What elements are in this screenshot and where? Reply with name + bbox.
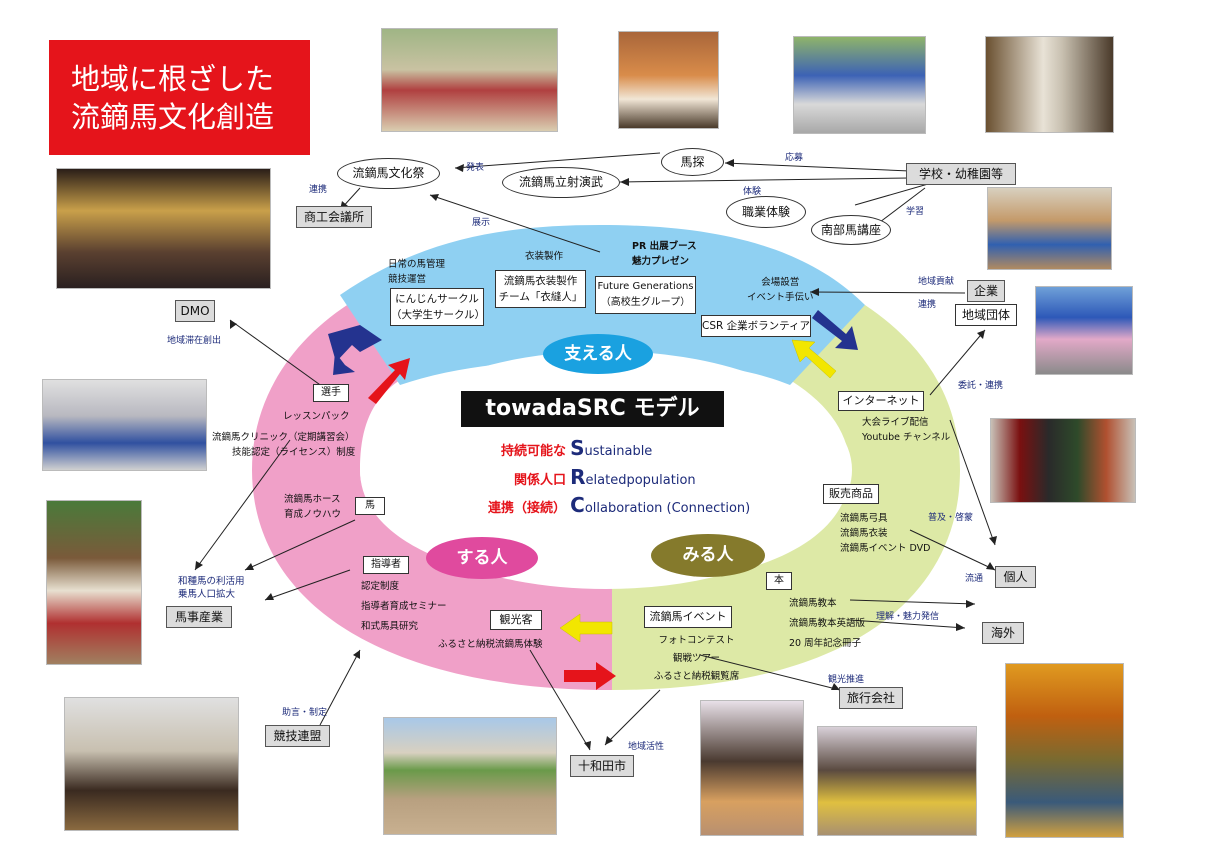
support-kaijo: 会場設営イベント手伝い [747,277,814,303]
node-umasagashi: 馬探 [661,148,724,176]
support-ninjin: にんじんサークル（大学生サークル） [390,288,485,326]
label-obo: 応募 [785,153,804,163]
label-renkei-right: 連携 [918,300,937,310]
node-uma: 馬 [355,497,385,515]
title-line-1: 地域に根ざした [71,62,275,96]
node-kyogi: 競技連盟 [265,725,330,747]
label-rikai: 理解・魅力発信 [876,612,940,622]
node-dmo: DMO [175,300,215,322]
label-taizai: 地域滞在創出 [167,336,222,346]
arrow-navy-left [328,325,382,362]
circle-support: 支える人 [543,334,653,374]
left-lesson: レッスンパック [283,411,350,422]
support-pr: PR 出展ブース魅力プレゼン [632,241,697,267]
photo-cherry-1 [700,700,804,836]
node-rittsu: 流鏑馬立射演武 [502,167,620,198]
label-itaku: 委託・連携 [958,381,1004,391]
label-chiiki-kasseika: 地域活性 [628,742,665,752]
right-event-items: フォトコンテスト観戦ツアーふるさと納税観覧席 [653,635,740,682]
connector-lines [194,152,996,751]
photo-book-cover [1005,663,1124,838]
photo-riding-field [383,717,557,835]
node-school: 学校・幼稚園等 [906,163,1016,185]
photo-stage [618,31,719,129]
support-daily: 日常の馬管理競技運営 [388,259,446,285]
photo-horse-stable [985,36,1114,133]
node-chiiki: 地域団体 [955,304,1017,326]
left-shido-items: 認定制度指導者育成セミナー和式馬具研究 [361,581,447,632]
circle-watch: みる人 [651,534,765,577]
model-row-s: 持続可能な Sustainable [500,436,653,460]
label-gakushu: 学習 [906,207,925,217]
photo-classroom [42,379,207,471]
node-nanbu: 南部馬講座 [811,215,891,245]
arrow-yellow-left [559,613,613,643]
support-isho: 流鏑馬衣装製作チーム「衣縫人」 [495,270,586,308]
node-bajisangyo: 馬事産業 [166,606,232,628]
node-matsuri: 流鏑馬文化祭 [337,158,440,189]
label-ryutsu: 流通 [965,574,984,584]
photo-festival-hall [56,168,271,289]
arrow-red-up-left [368,358,410,404]
arrow-red-right [564,662,616,690]
label-koken: 地域貢献 [918,277,955,287]
title-line-2: 流鏑馬文化創造 [71,100,275,134]
arrow-navy-left-2 [333,330,380,375]
left-wagouma: 和種馬の利活用乗馬人口拡大 [178,576,245,600]
support-isho-head: 衣装製作 [525,251,564,262]
photo-gym-lecture [987,187,1112,270]
node-shidosha: 指導者 [363,556,409,574]
bottom-furusato: ふるさと納税流鏑馬体験 [438,639,543,650]
page-title: 地域に根ざした 流鏑馬文化創造 [49,40,310,155]
label-jogen: 助言・制定 [282,708,328,718]
label-kanko: 観光推進 [828,675,865,685]
photo-cherry-2 [817,726,977,836]
photo-costumes [990,418,1136,503]
node-internet: インターネット [838,391,924,411]
node-kojin: 個人 [995,566,1036,588]
label-tenji: 展示 [472,218,491,228]
photo-tents [793,36,926,134]
node-kankokyaku: 観光客 [490,610,542,630]
node-hon: 本 [766,572,792,590]
photo-saddles [64,697,239,831]
node-kaigai: 海外 [982,622,1024,644]
model-title: towadaSRC モデル [461,391,724,427]
node-senshu: 選手 [313,384,349,402]
circle-do: する人 [426,537,538,579]
label-fukyu: 普及・啓蒙 [928,513,974,523]
model-row-r: 関係人口 Relatedpopulation [513,465,696,489]
node-towada: 十和田市 [570,755,634,777]
label-renkei-top: 連携 [309,185,328,195]
node-ryoko: 旅行会社 [839,687,903,709]
node-shoko: 商工会議所 [296,206,372,228]
left-clinic: 流鏑馬クリニック（定期講習会）技能認定（ライセンス）制度 [212,432,356,458]
node-event: 流鏑馬イベント [644,606,732,628]
label-taiken: 体験 [743,187,762,197]
left-horse-know: 流鏑馬ホース育成ノウハウ [284,494,342,520]
node-hanbai: 販売商品 [823,484,879,504]
right-goods: 流鏑馬弓具流鏑馬衣装流鏑馬イベント DVD [840,513,931,554]
photo-booth [1035,286,1133,375]
label-happyo: 発表 [466,163,485,173]
support-future: Future Generations（高校生グループ） [595,276,696,314]
arrow-yellow-up [791,339,837,379]
model-row-c: 連携（接続） Collaboration (Connection) [487,493,751,517]
node-shokugyo: 職業体験 [726,196,806,228]
support-csr: CSR 企業ボランティア [701,315,811,337]
photo-rider-costume [46,500,142,665]
arrow-navy-right [812,310,858,350]
node-kigyo: 企業 [967,280,1005,302]
photo-archers-line [381,28,558,132]
